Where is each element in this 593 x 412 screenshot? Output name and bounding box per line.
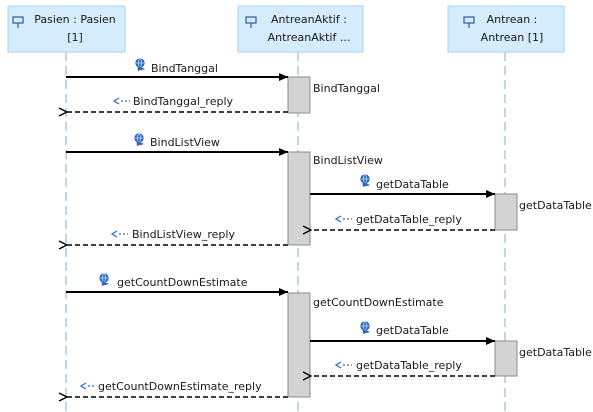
activation-getdatatable-2[interactable] bbox=[494, 340, 518, 377]
activation-label: getDataTable bbox=[519, 199, 592, 212]
message-bindlistview[interactable]: BindListView bbox=[66, 133, 288, 156]
message-getcountdownestimate[interactable]: getCountDownEstimate bbox=[66, 273, 288, 296]
activation-label: getCountDownEstimate bbox=[313, 296, 444, 309]
message-getdatatable-reply-1[interactable]: getDataTable_reply bbox=[311, 213, 495, 230]
message-icon bbox=[99, 273, 109, 286]
message-label: BindTanggal bbox=[151, 62, 218, 75]
lifeline-antrean-instance: Antrean [1] bbox=[481, 31, 544, 44]
lifeline-antrean-header[interactable]: Antrean : Antrean [1] bbox=[447, 5, 565, 53]
message-icon bbox=[360, 321, 370, 334]
message-bindlistview-reply[interactable]: BindListView_reply bbox=[67, 228, 288, 245]
activation-getdatatable-1[interactable] bbox=[494, 193, 518, 231]
activation-getcountdownestimate[interactable] bbox=[287, 292, 311, 398]
message-label: getDataTable_reply bbox=[356, 213, 462, 226]
message-label: getDataTable bbox=[376, 324, 449, 337]
message-getdatatable-1[interactable]: getDataTable bbox=[310, 174, 495, 198]
reply-arrow-icon bbox=[334, 361, 342, 369]
message-label: getCountDownEstimate_reply bbox=[98, 380, 262, 393]
message-label: getDataTable_reply bbox=[356, 359, 462, 372]
lifeline-pasien-header[interactable]: Pasien : Pasien [1] bbox=[7, 5, 126, 53]
message-label: getCountDownEstimate bbox=[117, 276, 248, 289]
message-label: BindListView bbox=[150, 136, 220, 149]
activation-label: BindListView bbox=[313, 154, 383, 167]
lifeline-antreanaktif-header[interactable]: AntreanAktif : AntreanAktif ... bbox=[237, 5, 364, 53]
message-getdatatable-reply-2[interactable]: getDataTable_reply bbox=[311, 359, 495, 376]
reply-arrow-icon bbox=[112, 97, 120, 105]
message-icon bbox=[134, 133, 144, 146]
lifeline-pasien-name: Pasien : Pasien bbox=[34, 13, 116, 26]
reply-arrow-icon bbox=[334, 215, 342, 223]
message-label: BindTanggal_reply bbox=[133, 95, 234, 108]
message-icon bbox=[360, 174, 370, 187]
activation-bindlistview[interactable] bbox=[287, 151, 311, 246]
reply-arrow-icon bbox=[79, 382, 87, 390]
message-label: getDataTable bbox=[376, 178, 449, 191]
message-icon bbox=[135, 58, 145, 71]
lifeline-antreanaktif-instance: AntreanAktif ... bbox=[268, 31, 351, 44]
lifeline-antrean-name: Antrean : bbox=[487, 13, 538, 26]
activation-label: getDataTable bbox=[519, 346, 592, 359]
lifeline-antreanaktif-name: AntreanAktif : bbox=[271, 13, 347, 26]
lifeline-pasien-instance: [1] bbox=[67, 31, 83, 44]
activation-label: BindTanggal bbox=[313, 82, 380, 95]
message-bindtanggal[interactable]: BindTanggal bbox=[66, 58, 288, 81]
message-getdatatable-2[interactable]: getDataTable bbox=[310, 321, 495, 345]
activation-bindtanggal[interactable] bbox=[287, 76, 311, 114]
reply-arrow-icon bbox=[110, 230, 118, 238]
message-label: BindListView_reply bbox=[132, 228, 235, 241]
message-bindtanggal-reply[interactable]: BindTanggal_reply bbox=[67, 95, 288, 112]
message-getcountdownestimate-reply[interactable]: getCountDownEstimate_reply bbox=[67, 380, 288, 397]
